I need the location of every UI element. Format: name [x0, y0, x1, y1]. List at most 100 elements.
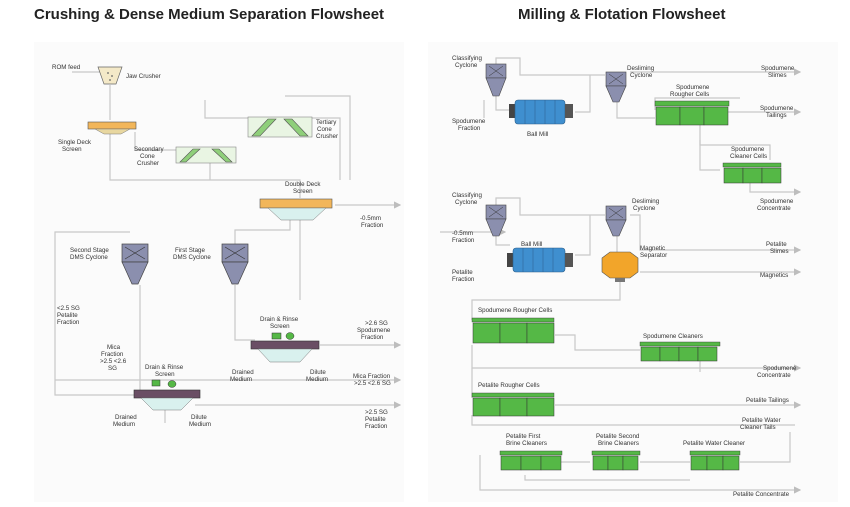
desliming-cyclone-1-icon [605, 71, 627, 103]
label-petalite-25-2: Petalite [57, 312, 78, 319]
label-petalite-25-3: Fraction [57, 319, 80, 326]
label-spod-conc-2b: Concentrate [757, 372, 791, 379]
petalite-water-cleaner-icon [689, 450, 741, 471]
label-right-05-b: Fraction [452, 237, 475, 244]
classifying-cyclone-2-icon [485, 204, 507, 237]
label-secondary-crusher-2: Cone [140, 153, 155, 160]
petalite-first-brine-cleaners-icon [499, 450, 563, 471]
label-double-deck-2: Screen [293, 188, 313, 195]
label-first-brine-b: Brine Cleaners [506, 440, 547, 447]
label-petalite-fraction-b: Fraction [452, 276, 475, 283]
label-desliming-1b: Cyclone [630, 72, 653, 79]
ball-mill-2-icon [507, 247, 573, 273]
label-dilute-lower-2: Medium [189, 421, 211, 428]
label-classifying-2a: Classifying [452, 192, 482, 199]
label-petalite-rougher: Petalite Rougher Cells [478, 382, 540, 389]
label-mica-left-1: Mica [107, 344, 121, 351]
tertiary-cone-crusher-icon [247, 116, 313, 138]
label-petalite-slimes-a: Petalite [766, 241, 787, 248]
right-title: Milling & Flotation Flowsheet [518, 6, 726, 23]
label-spod-fraction-a: Spodumene [452, 118, 486, 125]
label-classifying-1a: Classifying [452, 55, 482, 62]
label-petalite-fraction-a: Petalite [452, 269, 473, 276]
label-mica-left-3: >2.5 <2.6 [100, 358, 127, 365]
label-drained-lower-2: Medium [113, 421, 135, 428]
label-classifying-1b: Cyclone [455, 62, 478, 69]
label-desliming-2b: Cyclone [633, 205, 656, 212]
spodumene-rougher-cells-icon [471, 317, 555, 344]
desliming-cyclone-2-icon [605, 205, 627, 237]
first-stage-dms-cyclone-icon [221, 243, 249, 285]
left-title: Crushing & Dense Medium Separation Flows… [34, 6, 385, 23]
spodumene-cleaner-cells-icon [722, 162, 782, 184]
label-right-05-a: -0.5mm [452, 230, 473, 237]
label-spod-slimes-b: Slimes [768, 72, 787, 79]
label-petalite-tailings: Petalite Tailings [746, 397, 789, 404]
label-magnetic-b: Separator [640, 252, 667, 259]
label-fraction-05-1: -0.5mm [360, 215, 381, 222]
label-dilute-upper-1: Dilute [310, 369, 326, 376]
jaw-crusher-icon [97, 66, 123, 85]
label-water-tails-a: Petalite Water [742, 417, 781, 424]
label-water-cleaner: Petalite Water Cleaner [683, 440, 745, 447]
left-labels: ROM feed Jaw Crusher Single Deck Screen … [52, 64, 391, 430]
label-petalite-25-1: <2.5 SG [57, 305, 80, 312]
label-mica-left-2: Fraction [101, 351, 124, 358]
label-second-dms-1: Second Stage [70, 247, 109, 254]
label-spod-rougher-top-a: Spodumene [676, 84, 710, 91]
label-drained-upper-2: Medium [230, 376, 252, 383]
label-second-dms-2: DMS Cyclone [70, 254, 108, 261]
label-secondary-crusher-3: Crusher [137, 160, 159, 167]
label-mica-left-4: SG [108, 365, 117, 372]
label-magnetic-a: Magnetic [640, 245, 665, 252]
petalite-rougher-cells-icon [471, 392, 555, 417]
secondary-cone-crusher-icon [175, 146, 237, 164]
label-mica-right-2: >2.5 <2.6 SG [354, 380, 391, 387]
label-desliming-1a: Desliming [627, 65, 655, 72]
label-spod-slimes-a: Spodumene [761, 65, 795, 72]
label-double-deck-1: Double Deck [285, 181, 321, 188]
label-magnetics: Magnetics [760, 272, 788, 279]
label-spod-tailings-a: Spodumene [760, 105, 794, 112]
label-second-brine-a: Petalite Second [596, 433, 640, 440]
label-petalite-right-2: Petalite [365, 416, 386, 423]
upper-drain-rinse-screen-icon [250, 332, 320, 363]
label-spod-26-2: Spodumene [357, 327, 391, 334]
lower-drain-rinse-screen-icon [133, 379, 201, 411]
single-deck-screen-icon [87, 121, 137, 135]
label-tertiary-crusher-1: Tertiary [316, 119, 337, 126]
label-first-brine-a: Petalite First [506, 433, 541, 440]
label-classifying-2b: Cyclone [455, 199, 478, 206]
label-spod-conc-1a: Spodumene [760, 198, 794, 205]
label-ball-mill-1: Ball Mill [527, 131, 548, 138]
label-spod-cleaners: Spodumene Cleaners [643, 333, 703, 340]
label-petalite-slimes-b: Slimes [770, 248, 789, 255]
label-spod-conc-2a: Spodumene [763, 365, 797, 372]
label-drain-upper-2: Screen [270, 323, 290, 330]
label-spod-cleaner-a: Spodumene [731, 146, 765, 153]
label-single-deck-screen: Single Deck [58, 139, 92, 146]
label-dilute-lower-1: Dilute [191, 414, 207, 421]
label-rom-feed: ROM feed [52, 64, 81, 71]
label-single-deck-screen-2: Screen [62, 146, 82, 153]
label-spod-conc-1b: Concentrate [757, 205, 791, 212]
label-spod-rougher-cells: Spodumene Rougher Cells [478, 307, 552, 314]
label-spod-tailings-b: Tailings [766, 112, 787, 119]
left-panel [34, 42, 404, 502]
right-pipes [440, 57, 802, 494]
label-drain-upper-1: Drain & Rinse [260, 316, 299, 323]
second-stage-dms-cyclone-icon [121, 243, 149, 285]
label-dilute-upper-2: Medium [306, 376, 328, 383]
spodumene-rougher-cells-top-icon [654, 100, 730, 126]
label-first-dms-2: DMS Cyclone [173, 254, 211, 261]
label-mica-right-1: Mica Fraction [353, 373, 391, 380]
label-tertiary-crusher-2: Cone [317, 126, 332, 133]
label-tertiary-crusher-3: Crusher [316, 133, 338, 140]
label-spod-rougher-top-b: Rougher Cells [670, 91, 709, 98]
label-spod-26-1: >2.6 SG [365, 320, 388, 327]
ball-mill-1-icon [509, 99, 573, 125]
label-drained-lower-1: Drained [115, 414, 137, 421]
label-petalite-right-1: >2.5 SG [365, 409, 388, 416]
label-petalite-concentrate: Petalite Concentrate [733, 491, 790, 498]
